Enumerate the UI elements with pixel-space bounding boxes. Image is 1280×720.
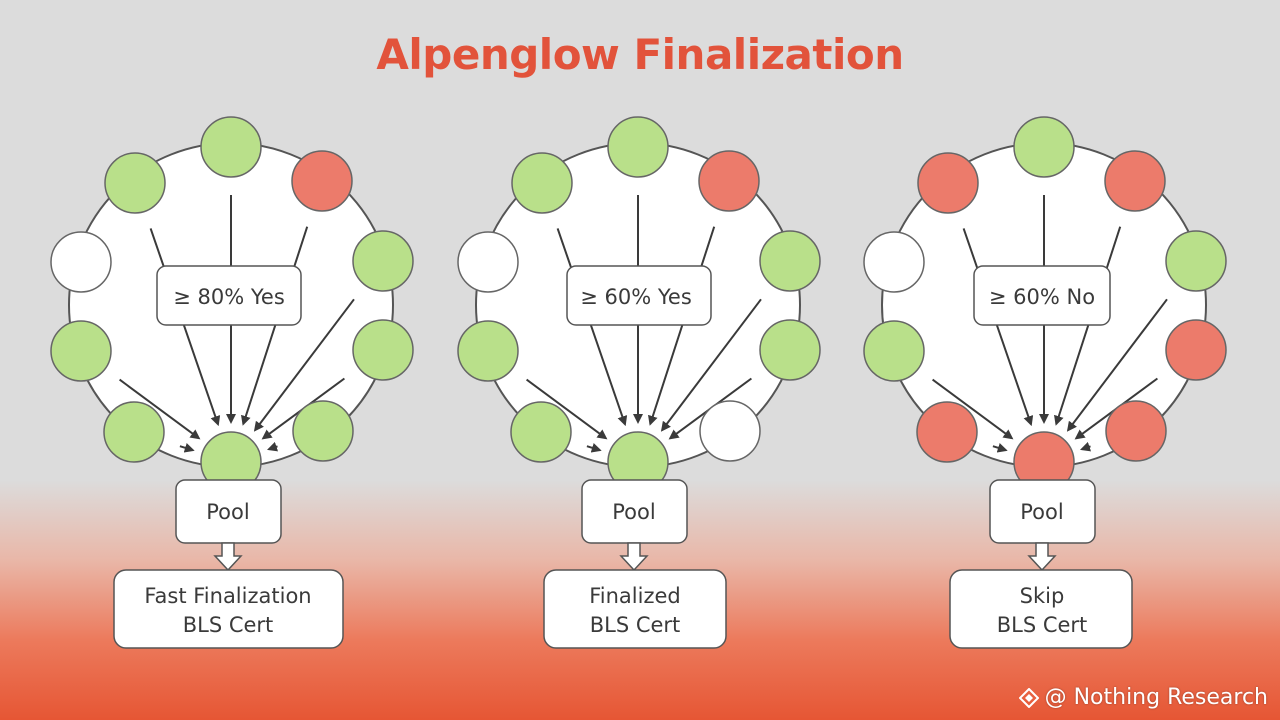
- validator-node-none: [457, 231, 519, 293]
- validator-node-yes: [1165, 230, 1227, 292]
- validator-node-yes: [200, 116, 262, 178]
- vote-arrow: [660, 298, 762, 432]
- validator-node-yes: [863, 320, 925, 382]
- validator-node-no: [1105, 400, 1167, 462]
- validator-node-yes: [759, 230, 821, 292]
- validator-node-no: [698, 150, 760, 212]
- vote-arrow: [586, 443, 602, 453]
- vote-arrow: [962, 228, 1034, 427]
- result-line-1: Skip: [1020, 584, 1065, 608]
- vote-arrow: [253, 298, 355, 432]
- result-box: [949, 569, 1133, 649]
- validator-node-none: [50, 231, 112, 293]
- down-arrow-icon: [619, 542, 649, 572]
- result-line-2: BLS Cert: [590, 613, 681, 637]
- validator-nodes: [457, 116, 821, 463]
- vote-arrow: [556, 228, 628, 427]
- validator-node-yes: [103, 401, 165, 463]
- threshold-box: [973, 265, 1111, 326]
- validator-node-no: [917, 152, 979, 214]
- validator-nodes: [863, 116, 1227, 463]
- validator-node-yes: [292, 400, 354, 462]
- vote-arrow: [267, 441, 279, 452]
- pool-label: Pool: [612, 500, 655, 524]
- result-line-1: Finalized: [589, 584, 681, 608]
- down-arrow-icon: [213, 542, 243, 572]
- vote-arrow: [992, 443, 1008, 453]
- threshold-label: ≥ 80% Yes: [173, 285, 285, 309]
- diagram-fast-finalization: ≥ 80% Yes Pool Fast Finalization BLS Cer…: [50, 116, 414, 649]
- validator-node-yes: [352, 319, 414, 381]
- vote-arrow: [149, 228, 221, 427]
- validator-node-yes: [510, 401, 572, 463]
- vote-arrow: [1080, 441, 1092, 452]
- pool-label: Pool: [206, 500, 249, 524]
- vote-arrow: [119, 378, 201, 440]
- vote-arrow: [932, 378, 1014, 440]
- validator-node-yes: [457, 320, 519, 382]
- validator-node-yes: [759, 319, 821, 381]
- validator-node-none: [863, 231, 925, 293]
- validator-node-no: [291, 150, 353, 212]
- validator-node-no: [1165, 319, 1227, 381]
- validator-nodes: [50, 116, 414, 463]
- threshold-box: [156, 265, 302, 326]
- page-title: Alpenglow Finalization: [376, 30, 904, 79]
- result-box: [113, 569, 344, 649]
- validator-node-no: [916, 401, 978, 463]
- validator-node-yes: [104, 152, 166, 214]
- validator-node-yes: [607, 116, 669, 178]
- threshold-box: [566, 265, 712, 326]
- watermark: @ Nothing Research: [1018, 685, 1268, 710]
- result-line-2: BLS Cert: [997, 613, 1088, 637]
- threshold-label: ≥ 60% Yes: [580, 285, 692, 309]
- diagram-finalized: ≥ 60% Yes Pool Finalized BLS Cert: [457, 116, 821, 649]
- validator-node-none: [699, 400, 761, 462]
- diagram-skip: ≥ 60% No Pool Skip BLS Cert: [863, 116, 1227, 649]
- down-arrow-icon: [1027, 542, 1057, 572]
- diamond-logo-icon: [1018, 687, 1039, 708]
- vote-arrow: [1066, 298, 1168, 432]
- pool-label: Pool: [1020, 500, 1063, 524]
- result-line-2: BLS Cert: [183, 613, 274, 637]
- result-line-1: Fast Finalization: [144, 584, 311, 608]
- watermark-text: @ Nothing Research: [1044, 685, 1268, 710]
- vote-arrow: [526, 378, 608, 440]
- threshold-label: ≥ 60% No: [989, 285, 1095, 309]
- result-box: [543, 569, 727, 649]
- vote-arrow: [179, 443, 195, 453]
- validator-node-no: [1104, 150, 1166, 212]
- validator-node-yes: [511, 152, 573, 214]
- validator-node-yes: [1013, 116, 1075, 178]
- validator-node-yes: [352, 230, 414, 292]
- validator-node-yes: [50, 320, 112, 382]
